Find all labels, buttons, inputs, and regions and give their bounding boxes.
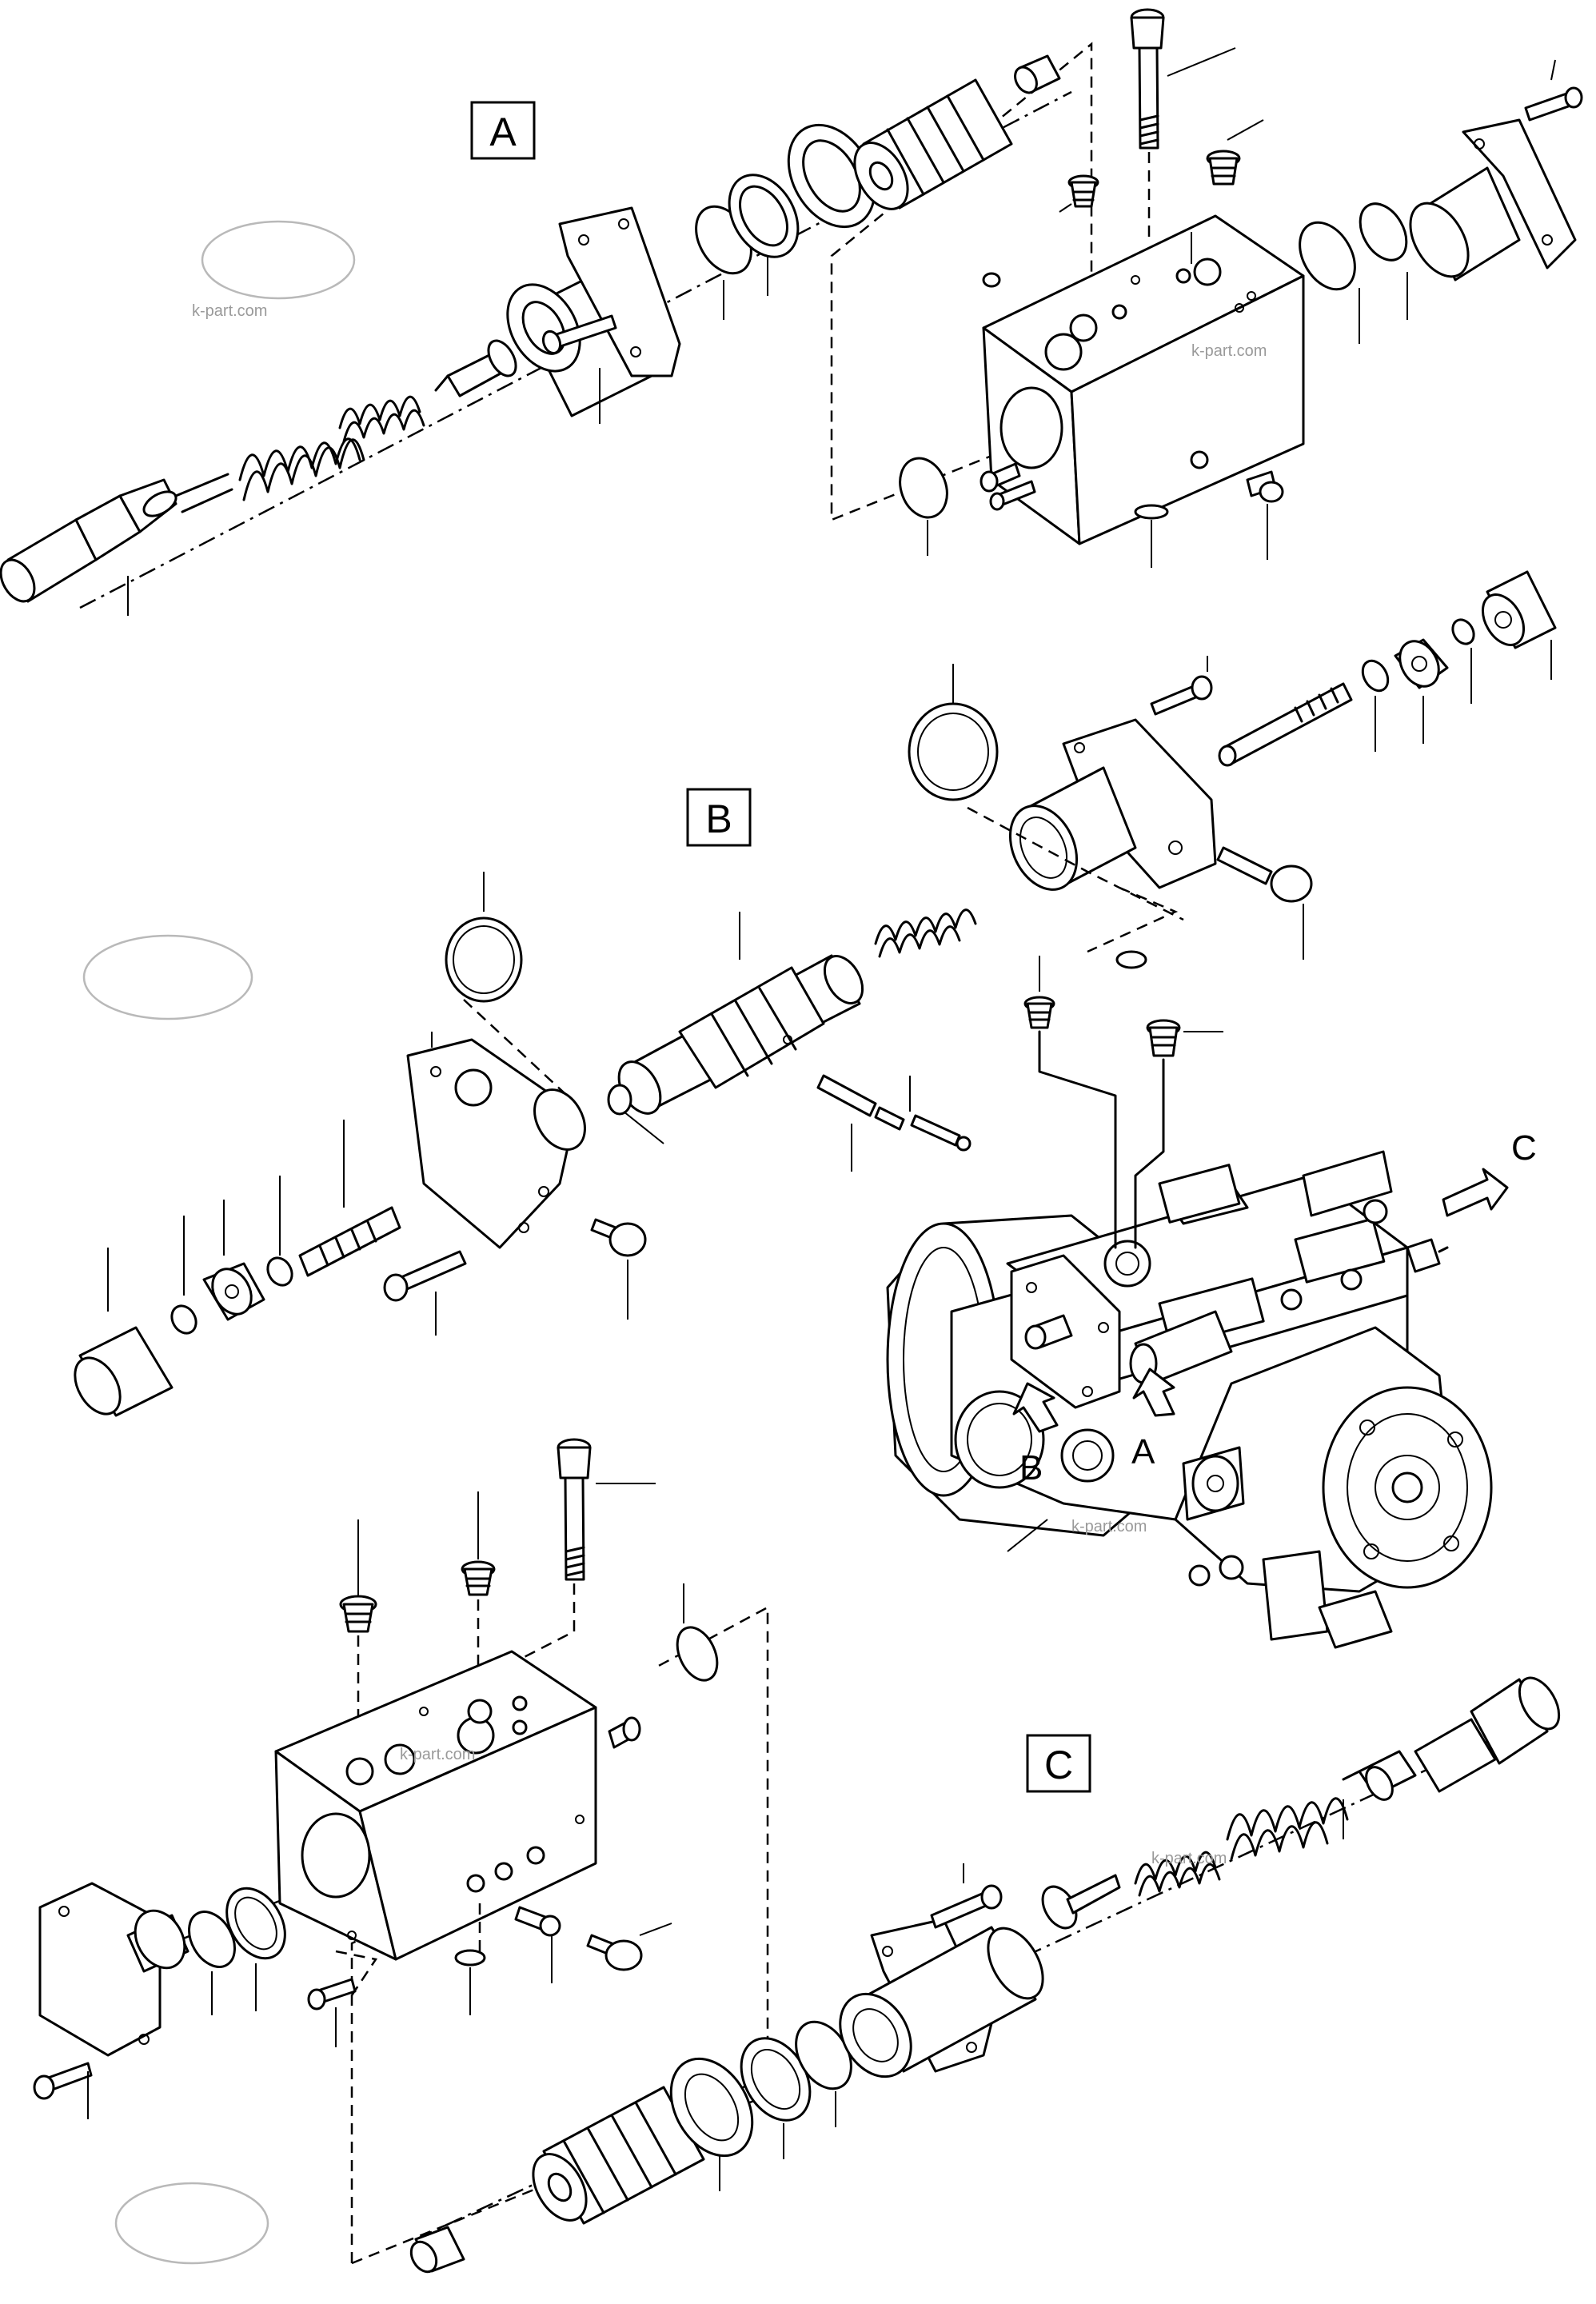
cap-a bbox=[1014, 54, 1061, 94]
callout-oval-c bbox=[114, 2182, 269, 2265]
spool-piston-a bbox=[853, 78, 1013, 210]
spring-c-inner bbox=[1134, 1851, 1221, 1897]
lock-nut-b-left bbox=[202, 1262, 265, 1321]
cap-nut-b-left bbox=[74, 1326, 174, 1417]
screw-b-1 bbox=[1150, 656, 1213, 716]
screw-c-2 bbox=[586, 1923, 672, 1971]
screw-b-left-2 bbox=[590, 1218, 647, 1320]
pump-plug-1 bbox=[1023, 996, 1055, 1029]
o-ring-b-5 bbox=[445, 916, 523, 1003]
section-label-c: C bbox=[1026, 1734, 1091, 1793]
plug-c-1 bbox=[339, 1519, 377, 1723]
o-ring-b-6 bbox=[607, 1084, 632, 1116]
screw-a-1 bbox=[541, 314, 617, 355]
spring-b bbox=[874, 908, 977, 958]
spring-seat-a bbox=[434, 339, 517, 397]
long-bolt-a bbox=[1130, 8, 1165, 240]
screw-c-5 bbox=[930, 1863, 1003, 1929]
view-arrow-c-label: C bbox=[1511, 1128, 1537, 1168]
flange-housing-b-left bbox=[406, 1032, 586, 1249]
lock-nut-b bbox=[1394, 638, 1449, 689]
flange-housing-a bbox=[506, 206, 681, 417]
spring-c-outer bbox=[1226, 1797, 1349, 1861]
end-cover-a bbox=[1299, 118, 1577, 291]
o-ring-c-1 bbox=[676, 1626, 719, 1682]
watermark-5: k-part.com bbox=[1151, 1850, 1227, 1867]
plug-c-3 bbox=[608, 1716, 641, 1749]
screw-b-2 bbox=[1216, 846, 1313, 960]
watermark-1: k-part.com bbox=[192, 302, 267, 320]
screw-b-left-1 bbox=[383, 1250, 467, 1336]
pump-assembly: C B A bbox=[886, 956, 1537, 1649]
spring-a-outer bbox=[238, 437, 365, 501]
pin-b bbox=[816, 1074, 972, 1152]
watermark-3: k-part.com bbox=[1071, 1518, 1147, 1535]
cap-c bbox=[409, 2226, 465, 2274]
spool-b bbox=[617, 954, 864, 1115]
cap-nut-b bbox=[1481, 570, 1557, 649]
assembly-b bbox=[74, 570, 1557, 1417]
section-label-a: A bbox=[470, 101, 536, 160]
assembly-c bbox=[33, 1438, 1561, 2274]
plug-a-2 bbox=[1206, 150, 1241, 186]
view-arrow-a-label: A bbox=[1131, 1432, 1155, 1471]
section-label-b: B bbox=[686, 788, 752, 847]
assembly-a bbox=[0, 8, 1583, 616]
long-bolt-c bbox=[511, 1438, 656, 1665]
plug-a-1 bbox=[1067, 174, 1099, 208]
view-arrow-c: C bbox=[1442, 1128, 1537, 1217]
screws-a-bottom bbox=[980, 462, 1284, 511]
o-ring-a-2 bbox=[899, 457, 948, 519]
screw-c-3 bbox=[307, 1978, 357, 2047]
spring-seat-c bbox=[1041, 1874, 1121, 1930]
seal-ring-a bbox=[728, 174, 800, 258]
callout-oval-a bbox=[201, 220, 356, 300]
watermark-4: k-part.com bbox=[400, 1746, 475, 1763]
view-arrow-b-label: B bbox=[1019, 1448, 1043, 1487]
adjusting-screw-b-left bbox=[298, 1206, 401, 1277]
flange-housing-b bbox=[1008, 718, 1217, 891]
seal-ring-c bbox=[225, 1887, 286, 1960]
o-ring-b-3 bbox=[1451, 618, 1475, 645]
small-plug-a bbox=[982, 272, 1001, 288]
o-ring-c-2 bbox=[454, 1949, 486, 1967]
section-label-b-text: B bbox=[705, 797, 732, 841]
section-label-c-text: C bbox=[1044, 1743, 1073, 1787]
o-ring-b-1 bbox=[908, 702, 999, 801]
spool-piston-c bbox=[532, 2086, 705, 2225]
view-arrow-b: B bbox=[1012, 1382, 1059, 1487]
adjusting-plug-c bbox=[1342, 1676, 1561, 1801]
o-ring-b-4 bbox=[1115, 950, 1147, 969]
flange-housing-c bbox=[839, 1918, 1044, 2078]
callout-oval-b bbox=[82, 934, 253, 1020]
end-cover-c bbox=[38, 1882, 190, 2057]
adjusting-screw-b bbox=[1218, 682, 1353, 767]
o-ring-a-3 bbox=[1134, 504, 1169, 520]
screw-a-right bbox=[1524, 86, 1583, 122]
guide-ring-c bbox=[669, 2057, 754, 2158]
watermark-2: k-part.com bbox=[1191, 342, 1267, 360]
spring-a-inner bbox=[338, 395, 425, 443]
o-ring-b-8 bbox=[170, 1304, 198, 1335]
adjusting-plug-a bbox=[0, 473, 233, 603]
pump-plug-2 bbox=[1146, 1019, 1181, 1057]
guide-ring-a bbox=[787, 123, 876, 229]
valve-block-c bbox=[274, 1650, 597, 1961]
section-label-a-text: A bbox=[489, 110, 517, 154]
screw-c-4 bbox=[33, 2062, 93, 2119]
o-ring-b-7 bbox=[266, 1256, 293, 1287]
screw-c-1 bbox=[514, 1906, 561, 1983]
plug-c-2 bbox=[461, 1491, 496, 1675]
view-arrow-a: A bbox=[1131, 1368, 1175, 1471]
o-ring-b-2 bbox=[1361, 659, 1390, 693]
